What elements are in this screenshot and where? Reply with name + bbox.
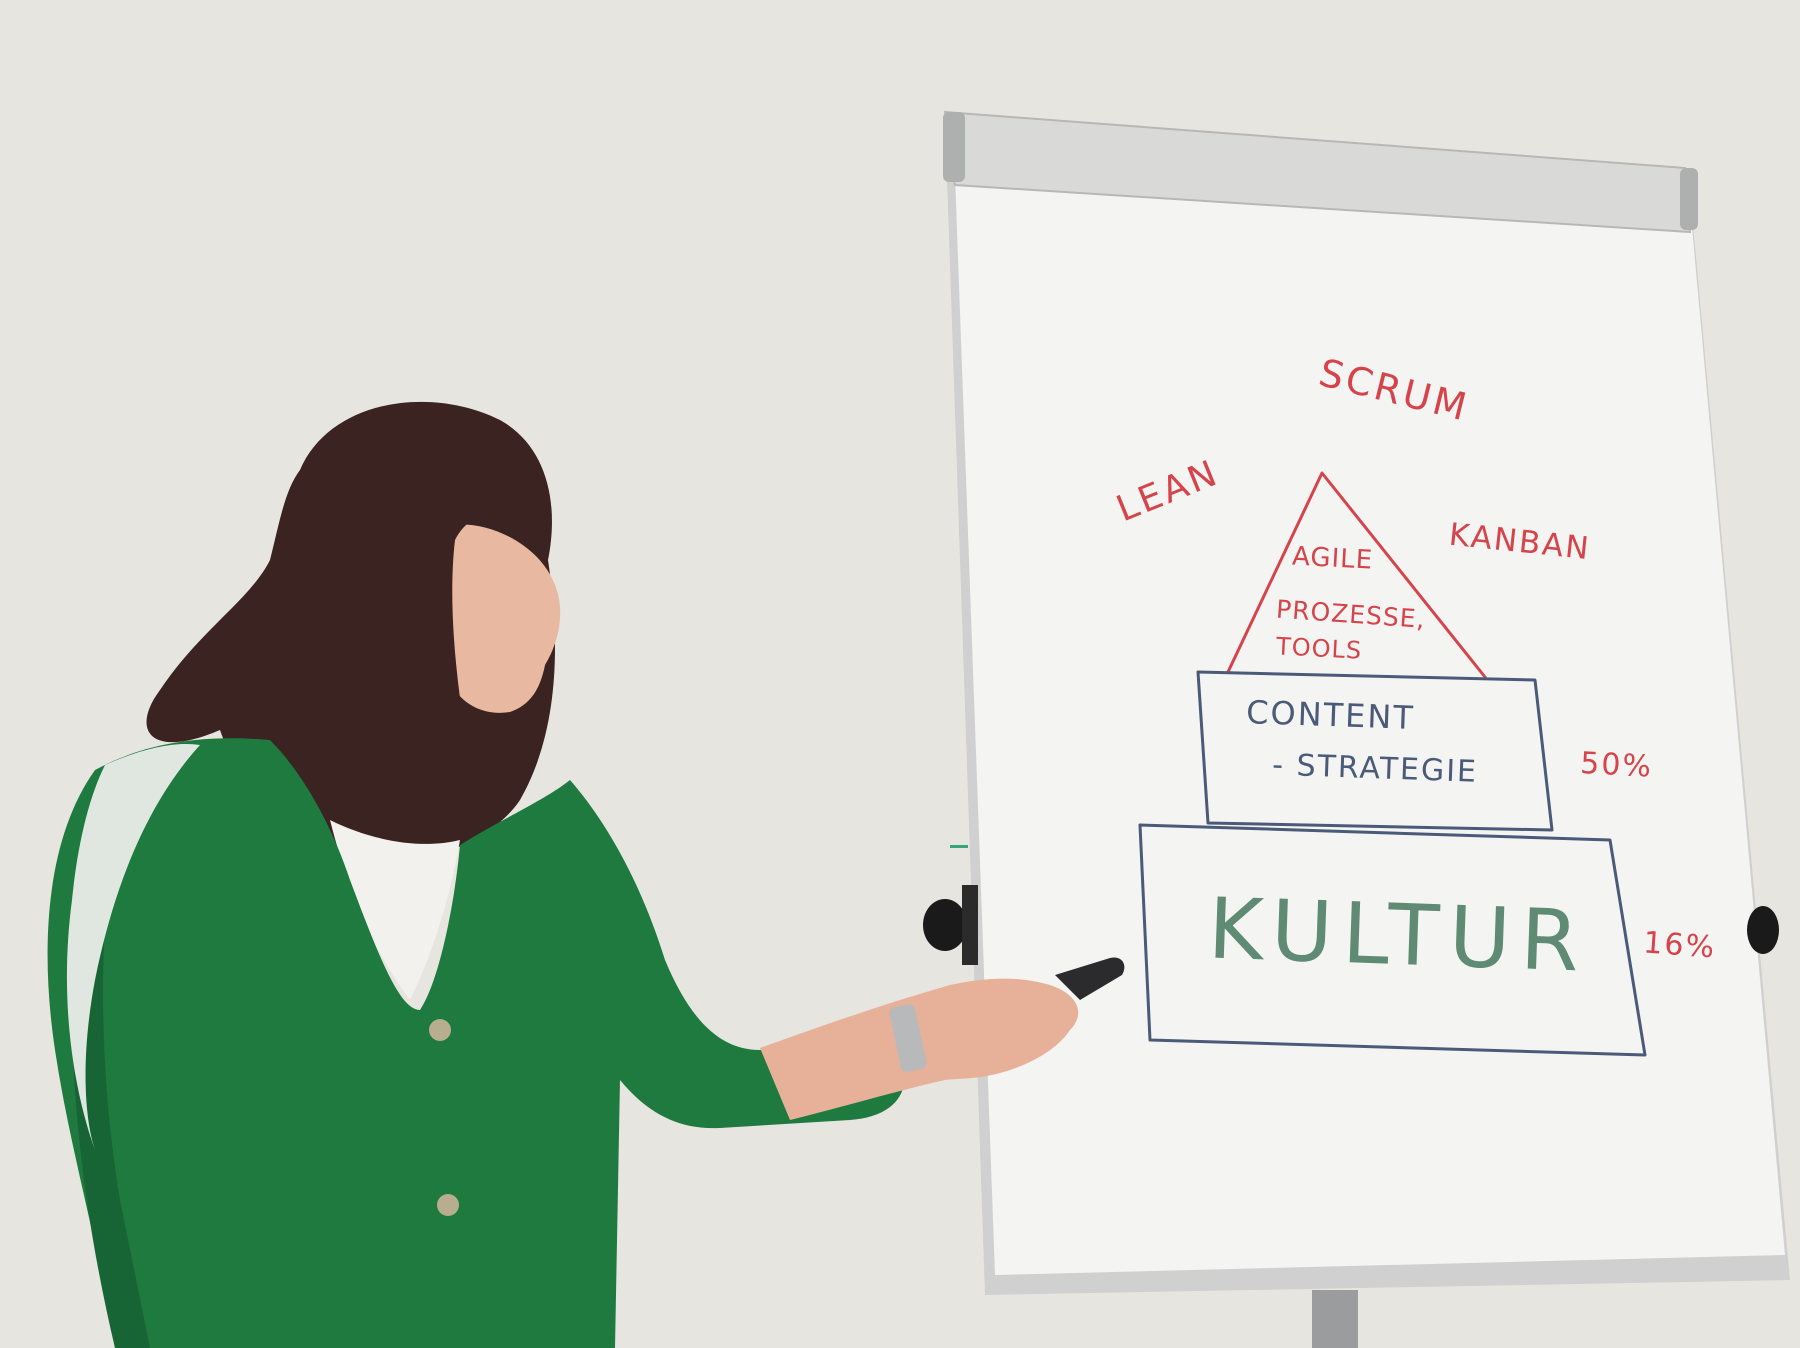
sleeve-stripe xyxy=(66,744,200,1150)
pyramid-top-line3: TOOLS xyxy=(1274,632,1362,665)
person-hair-front xyxy=(400,462,535,794)
cardigan-button-1 xyxy=(429,1019,451,1041)
flipchart-clamp-right-end xyxy=(1680,168,1698,230)
cardigan-button-2 xyxy=(437,1194,459,1216)
person-shirt xyxy=(330,820,460,1000)
board-mark xyxy=(950,845,968,848)
flipchart-knob-left xyxy=(923,899,967,951)
pyramid-middle-line1: CONTENT xyxy=(1246,693,1416,737)
flipchart-clamp-left-end xyxy=(943,112,965,182)
person-face xyxy=(440,524,561,713)
pyramid-top-line1: AGILE xyxy=(1291,542,1374,576)
pyramid-base-box xyxy=(1138,823,1647,1057)
flipchart-stand-pole xyxy=(1312,1290,1358,1348)
pyramid-triangle xyxy=(1226,471,1487,679)
pyramid-base-label: KULTUR xyxy=(1207,879,1591,990)
flipchart-knob-right xyxy=(1747,906,1779,954)
percentage-middle: 50% xyxy=(1579,746,1653,785)
flipchart-knob-left-bracket xyxy=(962,885,978,965)
marker-pen xyxy=(1055,957,1125,1000)
wristwatch xyxy=(889,1004,927,1072)
flipchart-paper xyxy=(955,175,1785,1275)
pyramid-middle-line2: - STRATEGIE xyxy=(1272,748,1479,790)
person-cardigan xyxy=(47,738,906,1348)
percentage-base: 16% xyxy=(1642,925,1717,965)
pyramid-middle-box xyxy=(1196,670,1554,832)
